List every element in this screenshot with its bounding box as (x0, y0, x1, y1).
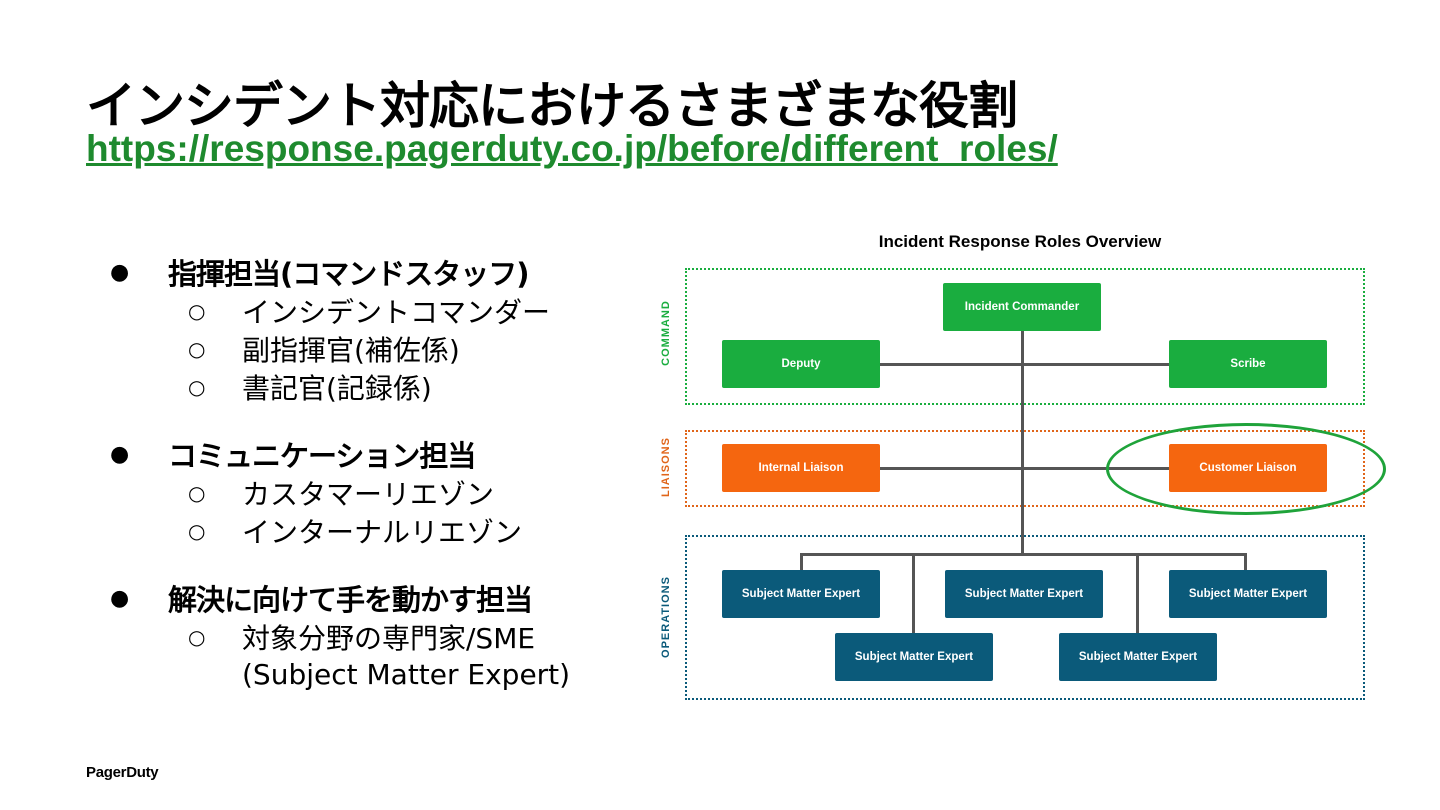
connector-line (1136, 553, 1139, 633)
roles-diagram: Incident Response Roles Overview COMMAND… (650, 226, 1390, 706)
connector-line (880, 363, 1170, 366)
sub-bullet-icon: ○ (188, 337, 206, 361)
connector-line (880, 467, 1170, 470)
role-group-command: ●指揮担当(コマンドスタッフ) ○インシデントコマンダー ○副指揮官(補佐係) … (110, 252, 570, 406)
sub-bullet-icon: ○ (188, 299, 206, 323)
connector-line (1021, 331, 1024, 556)
bullet-icon: ● (110, 585, 130, 611)
connector-line (800, 553, 803, 571)
list-item: 対象分野の専門家/SME (242, 622, 536, 655)
node-internal-liaison: Internal Liaison (722, 444, 880, 492)
group-heading: コミュニケーション担当 (168, 439, 476, 473)
bullet-icon: ● (110, 441, 130, 467)
brand-footer: PagerDuty (86, 764, 159, 781)
connector-line (912, 553, 915, 633)
node-sme: Subject Matter Expert (945, 570, 1103, 618)
connector-line (1244, 553, 1247, 571)
node-deputy: Deputy (722, 340, 880, 388)
list-item: 副指揮官(補佐係) (242, 334, 460, 367)
list-item-continuation: (Subject Matter Expert) (242, 658, 571, 691)
node-sme: Subject Matter Expert (1169, 570, 1327, 618)
sub-bullet-icon: ○ (188, 481, 206, 505)
group-heading: 解決に向けて手を動かす担当 (168, 583, 533, 617)
node-sme: Subject Matter Expert (722, 570, 880, 618)
list-item: インターナルリエゾン (242, 516, 523, 549)
roles-list: ●指揮担当(コマンドスタッフ) ○インシデントコマンダー ○副指揮官(補佐係) … (110, 252, 570, 722)
role-group-operations: ● 解決に向けて手を動かす担当 ○ 対象分野の専門家/SME (Subject Ma… (110, 578, 570, 694)
node-sme: Subject Matter Expert (1059, 633, 1217, 681)
section-operations (685, 535, 1365, 700)
section-label-liaisons: LIAISONS (660, 437, 672, 497)
bullet-icon: ● (110, 259, 130, 285)
sub-bullet-icon: ○ (188, 625, 206, 649)
reference-link[interactable]: https://response.pagerduty.co.jp/before/… (86, 128, 1058, 169)
section-command (685, 268, 1365, 405)
highlight-ellipse (1106, 423, 1386, 515)
section-label-operations: OPERATIONS (660, 576, 672, 658)
section-label-command: COMMAND (660, 300, 672, 366)
slide-title: インシデント対応におけるさまざまな役割 (86, 77, 1018, 135)
sub-bullet-icon: ○ (188, 519, 206, 543)
sub-bullet-icon: ○ (188, 375, 206, 399)
node-sme: Subject Matter Expert (835, 633, 993, 681)
list-item: カスタマーリエゾン (242, 478, 495, 511)
list-item: 書記官(記録係) (242, 372, 432, 405)
list-item: インシデントコマンダー (242, 296, 551, 329)
group-heading: 指揮担当(コマンドスタッフ) (168, 257, 530, 291)
node-scribe: Scribe (1169, 340, 1327, 388)
diagram-title: Incident Response Roles Overview (878, 232, 1162, 251)
connector-line (800, 553, 1247, 556)
node-incident-commander: Incident Commander (943, 283, 1101, 331)
role-group-communication: ● コミュニケーション担当 ○ カスタマーリエゾン ○ インターナルリエゾン (110, 434, 570, 550)
